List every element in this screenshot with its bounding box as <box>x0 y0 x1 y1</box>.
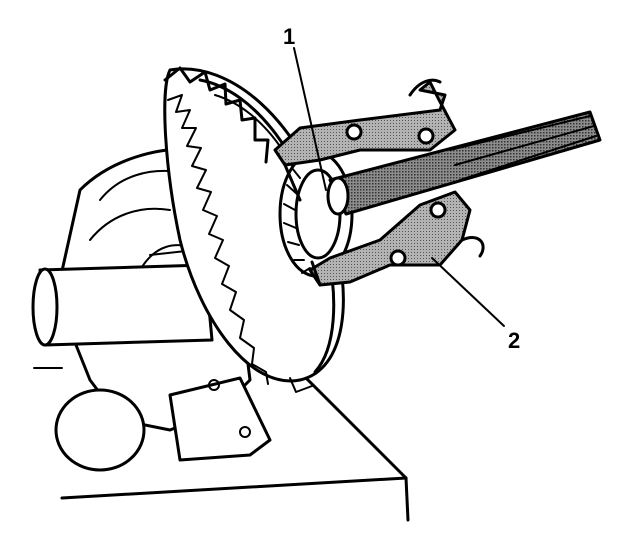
callout-2-leader <box>431 257 505 327</box>
gear-teeth <box>167 94 269 385</box>
differential-housing <box>31 147 272 472</box>
bench <box>33 367 410 522</box>
leader-lines <box>293 47 505 327</box>
callout-1-label: 1 <box>283 24 295 49</box>
callout-1-leader <box>293 47 327 191</box>
callout-2-label: 2 <box>508 328 520 353</box>
puller-tool <box>273 78 602 287</box>
